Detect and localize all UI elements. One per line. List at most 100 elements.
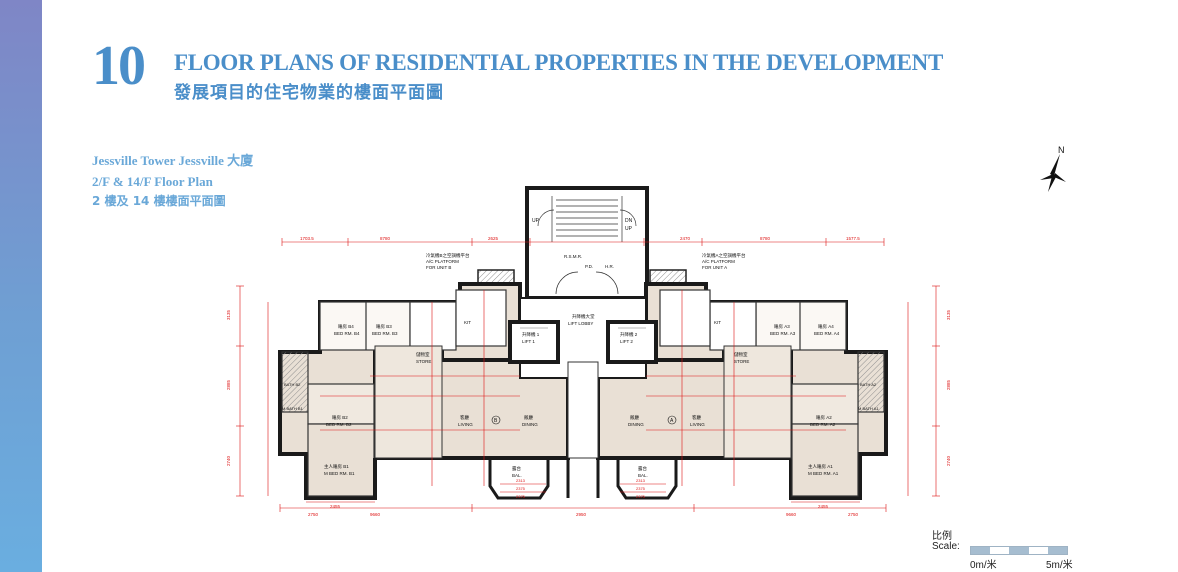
master-bedroom-a1: [791, 423, 859, 497]
bed-b2-label: BED RM. B2: [326, 422, 352, 427]
living-b-label: LIVING: [458, 422, 473, 427]
kitchen-a: [709, 301, 757, 351]
dim-bal-b-3: 2375: [516, 494, 526, 499]
scale-bar: [970, 546, 1068, 555]
corridor-b: [374, 345, 443, 459]
bal-a-label: BAL.: [638, 473, 648, 478]
mbath-a1-label: M BATH A1: [858, 406, 879, 411]
dim-bottom-1: 9660: [370, 512, 381, 517]
service-a: [659, 289, 711, 347]
section-number: 10: [92, 35, 146, 97]
service-b: [455, 289, 507, 347]
rsmr-label: R.S.M.R.: [564, 254, 582, 259]
dim-top-6: 1577.5: [846, 236, 860, 241]
scale-end: 5m/米: [1046, 560, 1073, 571]
living-a-label: LIVING: [690, 422, 705, 427]
bed-b3-label: BED RM. B3: [372, 331, 398, 336]
master-bedroom-b1: [307, 423, 375, 497]
scale-start: 0m/米: [970, 560, 997, 571]
bathrooms-a: [857, 351, 885, 413]
central-void: [567, 361, 599, 459]
page-title-en: FLOOR PLANS OF RESIDENTIAL PROPERTIES IN…: [174, 50, 944, 75]
bed-b3-zh: 睡房 B3: [376, 323, 392, 330]
ac-platform-b: [477, 269, 515, 285]
dining-b-label: DINING: [522, 422, 538, 427]
bal-b-zh: 露台: [512, 465, 521, 472]
dim-right-1: 3135: [946, 309, 951, 320]
dining-b-zh: 飯廳: [524, 414, 533, 421]
bed-a4-zh: 睡房 A4: [818, 323, 834, 330]
ac-b-label-zh: 冷氣機B之空調機平台: [426, 252, 470, 259]
kitchen-b: [409, 301, 457, 351]
dim-bal-a-3: 2375: [636, 494, 646, 499]
dining-a-label: DINING: [628, 422, 644, 427]
ac-a-label: A/C PLATFORM: [702, 259, 735, 264]
living-b-zh: 客廳: [460, 414, 469, 421]
dim-bal-a-2: 2375: [636, 486, 646, 491]
pd-label: P.D.: [585, 264, 593, 269]
store-b-label: STORE: [416, 359, 431, 364]
dim-bottom-left-1: 2455: [330, 504, 341, 509]
ac-platform-a: [649, 269, 687, 285]
bedroom-a2: [791, 383, 859, 425]
dining-a-zh: 飯廳: [630, 414, 639, 421]
lift2-zh: 升降機 2: [620, 331, 638, 338]
stair-up-label-left: UP: [532, 218, 540, 224]
dim-bottom-right-1: 2455: [818, 504, 829, 509]
dim-top-3: 2625: [488, 236, 499, 241]
ac-b-label-unit: FOR UNIT B: [426, 265, 451, 270]
bal-b-label: BAL.: [512, 473, 522, 478]
mbed-a1-label: M BED RM. A1: [808, 471, 839, 476]
dim-bottom-left-2: 2750: [308, 512, 319, 517]
dim-top-1: 1703.5: [300, 236, 314, 241]
ac-a-label-unit: FOR UNIT A: [702, 265, 727, 270]
floor-plan-title-zh: 2 樓及 14 樓樓面平面圖: [92, 194, 226, 208]
scale-label: Scale:: [932, 541, 960, 552]
north-label: N: [1058, 145, 1065, 155]
dim-top-4: 2470: [680, 236, 691, 241]
stair-core: [525, 186, 649, 300]
dim-bottom-3: 9660: [786, 512, 797, 517]
bed-a4-label: BED RM. A4: [814, 331, 840, 336]
bath-a2-label: BATH A2: [860, 382, 877, 387]
tower-name: Jessville Tower Jessville 大廈: [92, 153, 254, 168]
bed-b4-label: BED RM. B4: [334, 331, 360, 336]
bedroom-b2: [307, 383, 375, 425]
side-color-band: [0, 0, 42, 572]
store-a-zh: 儲物室: [734, 351, 748, 358]
floor-plan-title-en: 2/F & 14/F Floor Plan: [92, 174, 213, 189]
lift-2: [606, 320, 658, 364]
living-a-zh: 客廳: [692, 414, 701, 421]
ac-a-label-zh: 冷氣機A之空調機平台: [702, 252, 746, 259]
stair-down-label: DN: [625, 218, 633, 224]
dim-top-2: 8780: [380, 236, 391, 241]
store-b-zh: 儲物室: [416, 351, 430, 358]
unit-a-marker: [667, 415, 677, 425]
bed-a2-zh: 睡房 A2: [816, 414, 832, 421]
page-title-zh: 發展項目的住宅物業的樓面平面圖: [174, 83, 444, 103]
lift-1: [508, 320, 560, 364]
unit-b-marker: [491, 415, 501, 425]
stair-up-label-right: UP: [625, 226, 633, 232]
bed-a3-label: BED RM. A3: [770, 331, 796, 336]
lift2-label: LIFT 2: [620, 339, 633, 344]
dim-bottom-right-2: 2750: [848, 512, 859, 517]
dim-left-1: 3135: [226, 309, 231, 320]
dim-top-5: 8780: [760, 236, 771, 241]
unit-a-letter: A: [670, 418, 674, 424]
kit-a-label: KIT: [714, 320, 721, 325]
bathrooms-b: [281, 351, 309, 413]
dim-right-2: 2885: [946, 379, 951, 390]
mbed-a1-zh: 主人睡房 A1: [808, 463, 833, 470]
floor-plan-drawing: UP DN UP R.S.M.R. P.D. H.R. 水錶房 WMC 電錶房 …: [226, 186, 951, 517]
bed-b4-zh: 睡房 B4: [338, 323, 354, 330]
corridor-a: [723, 345, 792, 459]
lift1-zh: 升降機 1: [522, 331, 540, 338]
bed-a2-label: BED RM. A2: [810, 422, 836, 427]
dim-bal-b-1: 2313: [516, 478, 526, 483]
hr-label: H.R.: [605, 264, 614, 269]
lift1-label: LIFT 1: [522, 339, 535, 344]
ac-b-label: A/C PLATFORM: [426, 259, 459, 264]
bed-a3-zh: 睡房 A3: [774, 323, 790, 330]
dim-bottom-2: 2950: [576, 512, 587, 517]
